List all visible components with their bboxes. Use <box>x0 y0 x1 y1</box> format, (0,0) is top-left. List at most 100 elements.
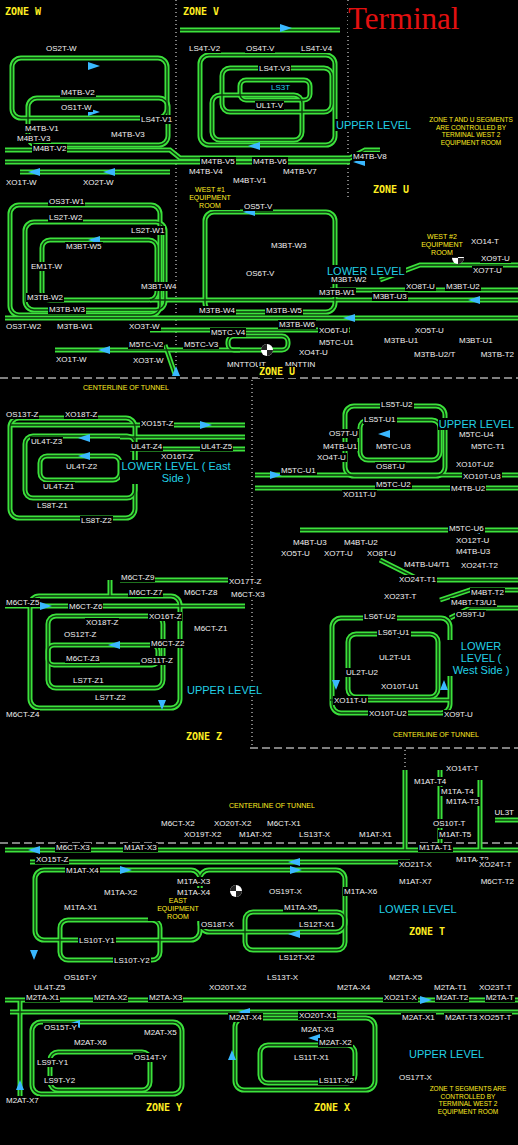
centerline-label: CENTERLINE OF TUNNEL <box>228 802 316 810</box>
segment-label: M3BT-U2 <box>445 282 481 291</box>
segment-label: UL2T-U1 <box>378 653 412 662</box>
direction-arrows <box>16 24 480 1090</box>
segment-label: M1AT-T5 <box>438 830 472 839</box>
segment-label: M6CT-X3 <box>55 843 91 852</box>
segment-label: M2AT-X4 <box>228 1013 263 1022</box>
segment-label: M4TB-V5 <box>200 157 236 166</box>
segment-label: LS2T-W2 <box>48 213 83 222</box>
segment-label: M6CT-Z2 <box>150 639 185 648</box>
segment-label: XO10T-U1 <box>380 682 420 691</box>
segment-label: M4TB-V8 <box>352 152 388 161</box>
segment-label: LS13T-X <box>266 973 299 982</box>
segment-label: M4BT-U3 <box>292 538 328 547</box>
segment-label: OS8T-U <box>375 462 406 471</box>
zone-label: ZONE Y <box>145 1102 183 1114</box>
segment-label: M2TA-X4 <box>336 983 371 992</box>
zone-label: ZONE X <box>313 1102 351 1114</box>
segment-label: M2AT-T2 <box>435 993 469 1002</box>
segment-label: M5TC-U2 <box>375 480 412 489</box>
segment-label: XO5T-U <box>280 549 311 558</box>
segment-label: UL4T-Z4 <box>130 442 163 451</box>
segment-label: XO10T-U3 <box>462 472 502 481</box>
segment-label: M3TB-T2 <box>480 350 515 359</box>
segment-label: M1AT-X4 <box>65 866 100 875</box>
segment-label: M4TB-V1 <box>24 124 60 133</box>
segment-label: XO2T-W <box>82 178 115 187</box>
segment-label: M2AT-T3 <box>444 1013 478 1022</box>
segment-label: M3TB-U1 <box>383 336 419 345</box>
segment-label: LS4T-V4 <box>300 44 333 53</box>
segment-label: XO11T-U <box>342 490 377 499</box>
segment-label: XO9T-U <box>443 710 474 719</box>
segment-label: M6CT-Z3 <box>65 654 100 663</box>
segment-label: M2AT-X5 <box>143 1028 178 1037</box>
segment-label: XO20T-X1 <box>298 1011 337 1020</box>
segment-label: OS7T-U <box>328 429 359 438</box>
segment-label: M1TA-X5 <box>283 903 318 912</box>
segment-label: XO14T-T <box>445 764 479 773</box>
segment-label: M5TC-V4 <box>210 328 246 337</box>
segment-label: XO20T-X2 <box>213 819 252 828</box>
segment-label: M2AT-X6 <box>73 1038 108 1047</box>
segment-label: XO10T-U2 <box>368 709 408 718</box>
segment-label: M2AT-X7 <box>5 1096 40 1105</box>
segment-label: XO14-T <box>470 237 500 246</box>
segment-label: M1TA-X2 <box>103 888 138 897</box>
segment-label: M4BT-V1 <box>232 176 267 185</box>
segment-label: LS9T-Y2 <box>43 1076 76 1085</box>
segment-label: M6CT-Z1 <box>193 624 228 633</box>
segment-label: XO24T-T1 <box>398 575 437 584</box>
segment-label: M2TA-T <box>485 993 515 1002</box>
segment-label: LS10T-Y2 <box>113 956 151 965</box>
segment-label: M5TC-V2 <box>128 340 164 349</box>
segment-label: M2TA-X2 <box>93 993 128 1002</box>
segment-label: M1TA-X6 <box>343 887 378 896</box>
segment-label: OS15T-Y <box>43 1023 78 1032</box>
segment-label: M3BT-W3 <box>270 241 308 250</box>
segment-label: LS4T-V1 <box>140 115 173 124</box>
segment-label: OS19T-X <box>268 887 303 896</box>
segment-label: LS4T-V2 <box>188 44 221 53</box>
zone-label: ZONE Z <box>185 731 223 743</box>
segment-label: M4TB-U3 <box>455 547 491 556</box>
segment-label: M4TB-U2 <box>450 484 486 493</box>
segment-label: LS13T-X <box>298 830 331 839</box>
segment-label: OS16T-Y <box>63 973 98 982</box>
segment-label: M5TC-U4 <box>458 430 495 439</box>
segment-label: XO1T-W <box>55 355 88 364</box>
control-note: ZONE T AND U SEGMENTS ARE CONTROLLED BY … <box>428 116 514 146</box>
segment-label: M1AT-X2 <box>238 830 273 839</box>
segment-label: UL3T <box>493 808 515 817</box>
segment-label: OS2T-W <box>45 44 78 53</box>
zone-label: ZONE W <box>4 6 42 18</box>
segment-label: XO18T-Z <box>64 410 98 419</box>
segment-label: XO5T-U <box>414 326 445 335</box>
segment-label: M3TB-W6 <box>278 320 316 329</box>
segment-label: M1AT-X3 <box>123 843 158 852</box>
segment-label: OS1T-W <box>60 103 93 112</box>
segment-label: M4TB-V2 <box>60 88 96 97</box>
segment-label: M4TB-U1 <box>322 442 358 451</box>
zone-label: ZONE U <box>372 184 410 196</box>
segment-label: M3TB-W3 <box>48 305 86 314</box>
segment-label: LS6T-U2 <box>363 612 397 621</box>
segment-label: M1AT-X7 <box>398 877 433 886</box>
segment-label: M3TB-U2/T <box>413 350 456 359</box>
segment-label: OS10T-T <box>432 819 466 828</box>
zone-label: ZONE V <box>182 6 220 18</box>
centerline-label: CENTERLINE OF TUNNEL <box>392 731 480 739</box>
segment-label: M2AT-X1 <box>401 1013 436 1022</box>
segment-label: LS12T-X1 <box>298 920 336 929</box>
segment-label: UL4T-Z5 <box>200 442 233 451</box>
equipment-room-label: WEST #1 EQUIPMENT ROOM <box>180 186 240 210</box>
segment-label: XO8T-U <box>405 282 436 291</box>
segment-label: M6CT-X1 <box>266 819 302 828</box>
segment-label: XO7T-U <box>472 266 503 275</box>
level-label: UPPER LEVEL <box>186 684 263 696</box>
segment-label: OS3T-W2 <box>5 322 42 331</box>
segment-label: XO20T-X2 <box>208 983 247 992</box>
segment-label: XO23T-T <box>383 592 417 601</box>
segment-label: M5TC-T1 <box>470 442 506 451</box>
segment-label: XO1T-W <box>5 178 38 187</box>
segment-label: LS9T-Y1 <box>36 1058 69 1067</box>
